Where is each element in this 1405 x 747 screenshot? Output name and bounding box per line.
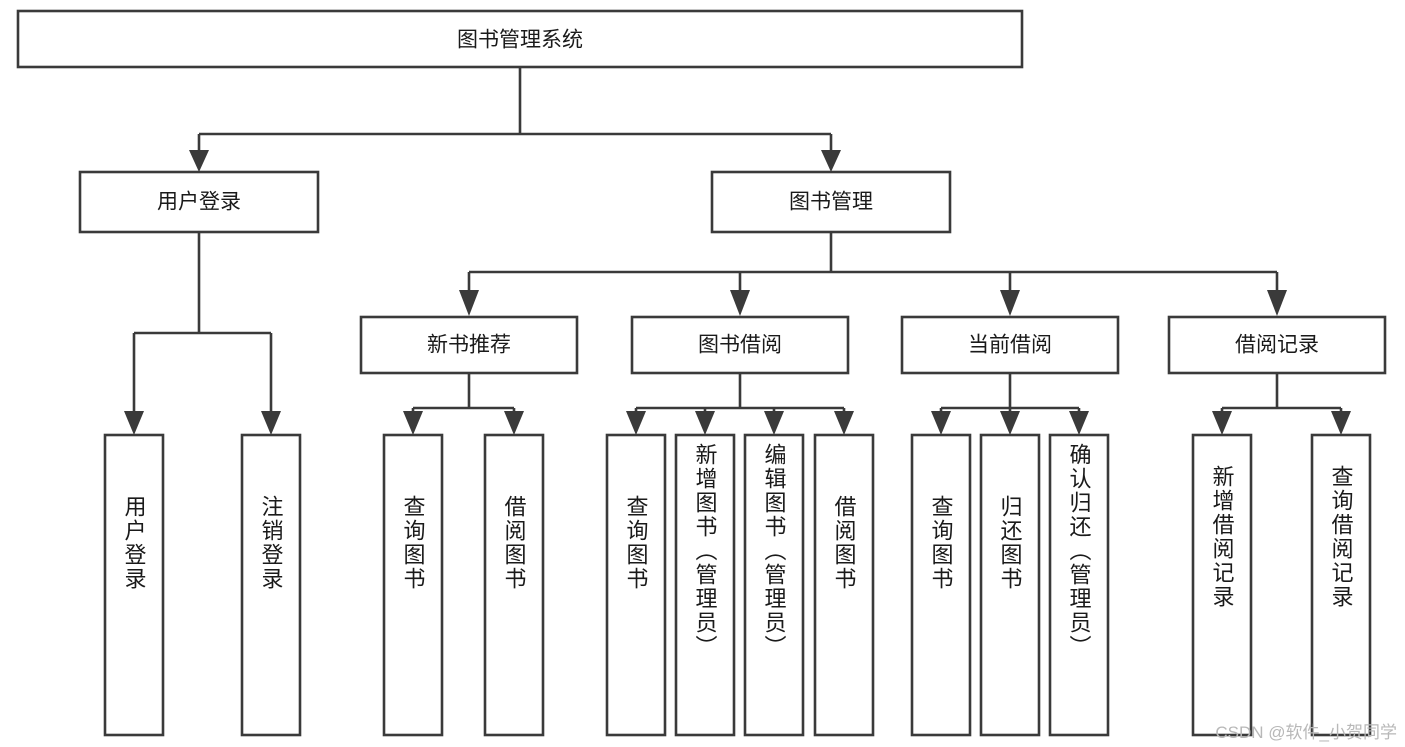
node-book-management-label: 图书管理 xyxy=(789,191,873,214)
leaf-box-user-login-0[interactable] xyxy=(103,433,165,737)
arrow-head-icon xyxy=(459,290,479,316)
arrow-head-icon xyxy=(1212,411,1232,435)
node-new-book-recommend-box xyxy=(359,315,579,375)
leaf-box-borrow-record-1[interactable] xyxy=(1310,433,1372,737)
leaf-box-current-borrow-0[interactable] xyxy=(910,433,972,737)
leaf-box-book-borrow-2[interactable] xyxy=(743,433,805,737)
arrow-head-icon xyxy=(261,411,281,435)
arrow-head-icon xyxy=(124,411,144,435)
arrow-head-icon xyxy=(1000,411,1020,435)
connector-current-borrow-to-leaves xyxy=(931,373,1089,435)
leaf-box-new-book-recommend-0[interactable] xyxy=(382,433,444,737)
leaf-box-user-login-1[interactable] xyxy=(240,433,302,737)
arrow-head-icon xyxy=(764,411,784,435)
node-book-management[interactable]: 图书管理 xyxy=(710,170,952,234)
leaf-box-book-borrow-3[interactable] xyxy=(813,433,875,737)
arrow-head-icon xyxy=(189,150,209,172)
node-root-box xyxy=(16,9,1024,69)
arrow-head-icon xyxy=(1267,290,1287,316)
node-user-login[interactable]: 用户登录 xyxy=(78,170,320,234)
leaf-box-current-borrow-1[interactable] xyxy=(979,433,1041,737)
arrow-head-icon xyxy=(1331,411,1351,435)
leaf-box-book-borrow-1[interactable] xyxy=(674,433,736,737)
connector-book-borrow-to-leaves xyxy=(626,373,854,435)
connector-new-book-recommend-to-leaves xyxy=(403,373,524,435)
arrow-head-icon xyxy=(821,150,841,172)
node-root[interactable]: 图书管理系统 xyxy=(16,9,1024,69)
arrow-head-icon xyxy=(1069,411,1089,435)
connector-root-to-level2 xyxy=(189,67,841,172)
arrow-head-icon xyxy=(1000,290,1020,316)
connector-borrow-record-to-leaves xyxy=(1212,373,1351,435)
node-new-book-recommend-label: 新书推荐 xyxy=(427,334,511,357)
leaf-box-borrow-record-0[interactable] xyxy=(1191,433,1253,737)
leaf-box-current-borrow-2[interactable] xyxy=(1048,433,1110,737)
arrow-head-icon xyxy=(834,411,854,435)
arrow-head-icon xyxy=(504,411,524,435)
node-user-login-label: 用户登录 xyxy=(157,191,241,214)
connector-book-management-to-level3 xyxy=(459,232,1287,316)
leaf-box-book-borrow-0[interactable] xyxy=(605,433,667,737)
node-book-borrow-label: 图书借阅 xyxy=(698,334,782,357)
arrow-head-icon xyxy=(931,411,951,435)
node-book-borrow[interactable]: 图书借阅 xyxy=(630,315,850,375)
leaf-box-new-book-recommend-1[interactable] xyxy=(483,433,545,737)
node-new-book-recommend[interactable]: 新书推荐 xyxy=(359,315,579,375)
node-borrow-record[interactable]: 借阅记录 xyxy=(1167,315,1387,375)
arrow-head-icon xyxy=(730,290,750,316)
node-current-borrow[interactable]: 当前借阅 xyxy=(900,315,1120,375)
connector-user-login-to-leaves xyxy=(124,232,281,435)
node-root-label: 图书管理系统 xyxy=(457,29,583,52)
node-current-borrow-box xyxy=(900,315,1120,375)
arrow-head-icon xyxy=(626,411,646,435)
arrow-head-icon xyxy=(403,411,423,435)
node-current-borrow-label: 当前借阅 xyxy=(968,334,1052,357)
arrow-head-icon xyxy=(695,411,715,435)
node-borrow-record-label: 借阅记录 xyxy=(1235,334,1319,357)
node-user-login-box xyxy=(78,170,320,234)
